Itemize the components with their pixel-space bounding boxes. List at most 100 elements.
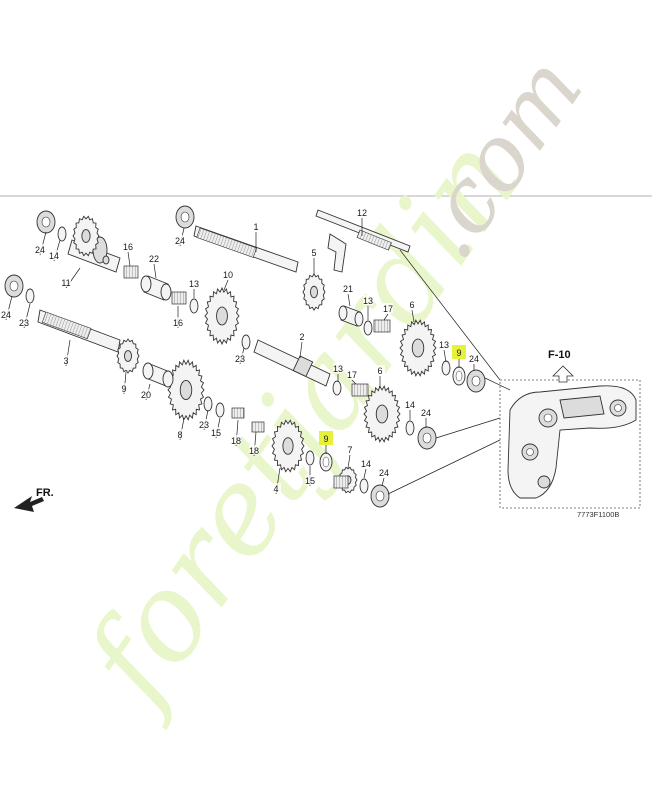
leader-line xyxy=(127,251,131,267)
part-number-label: 9 xyxy=(121,384,126,394)
label-background xyxy=(321,433,331,443)
label-background xyxy=(333,363,343,373)
part-number-label: 24 xyxy=(1,310,11,320)
housing-frame: F-10 xyxy=(499,349,641,509)
shaft-3 xyxy=(37,309,121,353)
label-background xyxy=(421,407,431,417)
label-background xyxy=(405,399,415,409)
label-background xyxy=(175,429,185,439)
part-number-label: 17 xyxy=(383,304,393,314)
part-number-label: 23 xyxy=(19,318,29,328)
part-number-label: 14 xyxy=(405,400,415,410)
part-number-label: 12 xyxy=(357,208,367,218)
leader-line xyxy=(223,279,229,291)
label-background xyxy=(271,483,281,493)
leader-line xyxy=(363,468,367,479)
part-number-label: 13 xyxy=(439,340,449,350)
bearing-24-f xyxy=(370,484,390,508)
needle-bearings xyxy=(123,265,391,489)
washers xyxy=(25,226,451,494)
part-number-label: 24 xyxy=(175,236,185,246)
gear-4 xyxy=(271,419,305,473)
part-number-label: 18 xyxy=(249,446,259,456)
part-number-label: 15 xyxy=(305,476,315,486)
part-number-label: 4 xyxy=(273,484,278,494)
part-number-label: 13 xyxy=(189,279,199,289)
label-background xyxy=(189,278,199,288)
part-number-label: 23 xyxy=(235,354,245,364)
part-number-label: 24 xyxy=(379,468,389,478)
label-background xyxy=(439,339,449,349)
label-background xyxy=(175,235,185,245)
part-labels: 2414111622131610241512242339208232322113… xyxy=(1,207,479,494)
label-background xyxy=(235,353,245,363)
label-background xyxy=(309,247,319,257)
part-number-label: 17 xyxy=(347,370,357,380)
part-number-label: 24 xyxy=(469,354,479,364)
part-number-label: 3 xyxy=(63,356,68,366)
frame-title: F-10 xyxy=(548,349,571,361)
part-number-label: 21 xyxy=(343,284,353,294)
label-background xyxy=(61,277,71,287)
label-background xyxy=(469,353,479,363)
part-number-label: 18 xyxy=(231,436,241,446)
bearing-24-c xyxy=(4,274,24,298)
watermark: foretjardin .com xyxy=(55,38,603,733)
part-number-label: 10 xyxy=(223,270,233,280)
part-number-label: 16 xyxy=(173,318,183,328)
leader-line xyxy=(351,379,357,385)
label-background xyxy=(379,467,389,477)
part-number-label: 13 xyxy=(363,296,373,306)
label-background xyxy=(357,207,367,217)
bushing-9-lower-highlighted xyxy=(319,452,333,472)
label-background xyxy=(1,309,11,319)
gear-10 xyxy=(204,286,240,346)
leader-line xyxy=(411,309,415,323)
label-background xyxy=(223,269,233,279)
label-background xyxy=(141,389,151,399)
bearing-24-e xyxy=(417,426,437,450)
part-number-label: 24 xyxy=(35,245,45,255)
bushing-20 xyxy=(142,362,174,388)
part-number-label: 6 xyxy=(377,366,382,376)
shaft-2 xyxy=(253,339,331,387)
part-number-label: 13 xyxy=(333,364,343,374)
label-background xyxy=(297,331,307,341)
label-background xyxy=(149,253,159,263)
bearing-24-a xyxy=(36,210,56,234)
reference-code: 7773F1100B xyxy=(577,510,619,519)
gear-14-c xyxy=(102,255,110,265)
front-label: FR. xyxy=(36,487,54,499)
shaft-1 xyxy=(193,225,299,273)
leader-line xyxy=(299,341,303,359)
gear-group xyxy=(72,215,437,494)
gear-6-a xyxy=(399,319,437,377)
label-background xyxy=(343,283,353,293)
shift-fork-12 xyxy=(315,209,411,273)
leader-line xyxy=(443,349,447,363)
part-number-label: 11 xyxy=(61,278,70,288)
front-arrow-icon xyxy=(14,496,44,512)
part-number-label: 16 xyxy=(123,242,133,252)
label-background xyxy=(173,317,183,327)
part-number-label: 8 xyxy=(177,430,182,440)
gear-14-a xyxy=(72,215,100,257)
label-background xyxy=(363,295,373,305)
label-background xyxy=(305,475,315,485)
frame-arrow-icon xyxy=(552,365,574,383)
leader-line xyxy=(153,263,157,279)
part-number-label: 20 xyxy=(141,390,151,400)
label-background xyxy=(211,427,221,437)
label-background xyxy=(454,347,464,357)
leader-line xyxy=(381,477,385,487)
part-number-label: 24 xyxy=(421,408,431,418)
label-background xyxy=(199,419,209,429)
gear-6-b xyxy=(363,385,401,443)
part-number-label: 15 xyxy=(211,428,221,438)
part-number-label: 23 xyxy=(199,420,209,430)
part-number-label: 6 xyxy=(409,300,414,310)
part-number-label: 14 xyxy=(49,251,59,261)
assembly-lines xyxy=(387,249,511,495)
label-background xyxy=(119,383,129,393)
